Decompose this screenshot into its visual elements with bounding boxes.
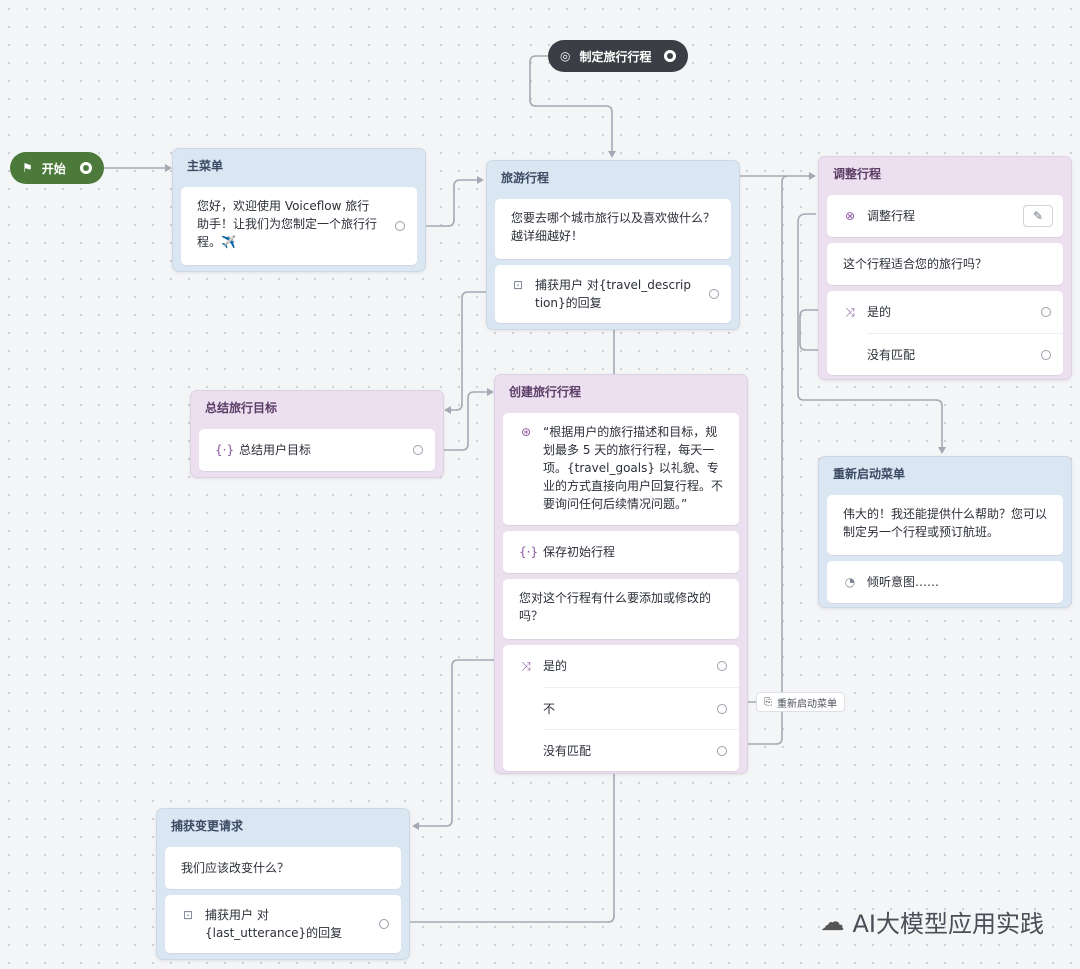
choice-yes[interactable]: ⤨ 是的 xyxy=(503,645,739,687)
output-port[interactable] xyxy=(413,445,423,455)
listen-intent[interactable]: ◔ 倾听意图…… xyxy=(827,561,1063,603)
save-itinerary[interactable]: {·} 保存初始行程 xyxy=(503,531,739,573)
link-label: 重新启动菜单 xyxy=(777,698,837,710)
output-port[interactable] xyxy=(395,221,405,231)
restart-menu-link[interactable]: ⎘ 重新启动菜单 xyxy=(756,692,845,712)
function-icon: {·} xyxy=(215,443,235,457)
choice-label: 是的 xyxy=(867,305,892,319)
restart-message[interactable]: 伟大的！我还能提供什么帮助？您可以制定另一个行程或预订航班。 xyxy=(827,495,1063,555)
output-port[interactable] xyxy=(717,703,727,714)
capture-description[interactable]: ⊡ 捕获用户 对{travel_description}的回复 xyxy=(495,265,731,323)
capture-icon: ⊡ xyxy=(182,908,194,922)
choice-list[interactable]: ⤨ 是的 不 没有匹配 xyxy=(503,645,739,771)
listen-icon: ◔ xyxy=(844,575,856,589)
choice-no-match[interactable]: 没有匹配 xyxy=(867,333,1063,375)
adjust-intent[interactable]: ⊗ 调整行程 ✎ xyxy=(827,195,1063,237)
intent-text: 调整行程 xyxy=(867,209,916,223)
output-port[interactable] xyxy=(379,919,389,929)
block-title: 旅游行程 xyxy=(501,171,550,185)
summarize-block[interactable]: 总结旅行目标 {·} 总结用户目标 xyxy=(190,390,444,478)
change-question[interactable]: 我们应该改变什么？ xyxy=(165,847,401,889)
choice-label: 没有匹配 xyxy=(867,347,916,362)
question-text: 您对这个行程有什么要添加或修改的吗？ xyxy=(519,591,712,623)
output-port[interactable] xyxy=(717,745,727,756)
capture-icon: ⊡ xyxy=(512,278,524,292)
save-text: 保存初始行程 xyxy=(543,545,616,559)
main-menu-block[interactable]: 主菜单 您好，欢迎使用 Voiceflow 旅行助手！让我们为您制定一个旅行行程… xyxy=(172,148,426,272)
block-title: 总结旅行目标 xyxy=(205,401,278,415)
edit-icon[interactable]: ✎ xyxy=(1023,205,1053,227)
capture-change-block[interactable]: 捕获变更请求 我们应该改变什么？ ⊡ 捕获用户 对{last_utterance… xyxy=(156,808,410,960)
welcome-text: 您好，欢迎使用 Voiceflow 旅行助手！让我们为您制定一个旅行行程。✈️ xyxy=(197,199,378,249)
output-port[interactable] xyxy=(1041,307,1051,317)
summarize-action[interactable]: {·} 总结用户目标 xyxy=(199,429,435,471)
welcome-message[interactable]: 您好，欢迎使用 Voiceflow 旅行助手！让我们为您制定一个旅行行程。✈️ xyxy=(181,187,417,265)
flag-icon: ⚑ xyxy=(22,161,33,175)
question-text: 我们应该改变什么？ xyxy=(181,861,290,875)
choice-label: 没有匹配 xyxy=(543,743,592,758)
fit-question[interactable]: 这个行程适合您的旅行吗？ xyxy=(827,243,1063,285)
intent-icon: ⊗ xyxy=(844,209,856,223)
output-port[interactable] xyxy=(709,289,719,299)
choice-list[interactable]: ⤨ 是的 没有匹配 xyxy=(827,291,1063,375)
choice-label: 不 xyxy=(543,701,556,716)
watermark: ☁ AI大模型应用实践 xyxy=(821,904,1045,939)
branch-icon: ⤨ xyxy=(521,659,531,673)
plan-trip-label: 制定旅行行程 xyxy=(579,49,652,64)
adjust-itinerary-block[interactable]: 调整行程 ⊗ 调整行程 ✎ 这个行程适合您的旅行吗？ ⤨ 是的 没有匹配 xyxy=(818,156,1072,380)
capture-utterance[interactable]: ⊡ 捕获用户 对{last_utterance}的回复 xyxy=(165,895,401,953)
block-title: 主菜单 xyxy=(187,159,224,173)
plan-trip-node[interactable]: ◎ 制定旅行行程 xyxy=(548,40,688,72)
block-title: 重新启动菜单 xyxy=(833,467,906,481)
capture-text: 捕获用户 对{last_utterance}的回复 xyxy=(205,908,343,940)
destination-question[interactable]: 您要去哪个城市旅行以及喜欢做什么？越详细越好！ xyxy=(495,199,731,259)
restart-menu-block[interactable]: 重新启动菜单 伟大的！我还能提供什么帮助？您可以制定另一个行程或预订航班。 ◔ … xyxy=(818,456,1072,608)
capture-text: 捕获用户 对{travel_description}的回复 xyxy=(535,278,691,310)
ai-prompt[interactable]: ⊛ “根据用户的旅行描述和目标，规划最多 5 天的旅行行程，每天一项。{trav… xyxy=(503,413,739,525)
action-text: 总结用户目标 xyxy=(239,443,312,457)
branch-icon: ⤨ xyxy=(845,305,855,319)
plan-trip-port[interactable] xyxy=(664,50,676,62)
message-text: 伟大的！我还能提供什么帮助？您可以制定另一个行程或预订航班。 xyxy=(843,507,1048,539)
listen-text: 倾听意图…… xyxy=(867,575,940,589)
question-text: 这个行程适合您的旅行吗？ xyxy=(843,257,988,271)
wechat-icon: ☁ xyxy=(820,907,845,936)
modify-question[interactable]: 您对这个行程有什么要添加或修改的吗？ xyxy=(503,579,739,639)
block-title: 创建旅行行程 xyxy=(509,385,582,399)
choice-no[interactable]: 不 xyxy=(543,687,739,729)
ai-icon: ⊛ xyxy=(520,425,532,439)
link-icon: ⎘ xyxy=(764,696,772,708)
start-label: 开始 xyxy=(41,161,66,176)
choice-label: 是的 xyxy=(543,659,568,673)
block-title: 捕获变更请求 xyxy=(171,819,244,833)
watermark-text: AI大模型应用实践 xyxy=(852,910,1045,938)
function-icon: {·} xyxy=(519,545,539,559)
itinerary-block[interactable]: 旅游行程 您要去哪个城市旅行以及喜欢做什么？越详细越好！ ⊡ 捕获用户 对{tr… xyxy=(486,160,740,330)
output-port[interactable] xyxy=(1041,349,1051,360)
create-itinerary-block[interactable]: 创建旅行行程 ⊛ “根据用户的旅行描述和目标，规划最多 5 天的旅行行程，每天一… xyxy=(494,374,748,774)
choice-yes[interactable]: ⤨ 是的 xyxy=(827,291,1063,333)
output-port[interactable] xyxy=(717,661,727,671)
start-node[interactable]: ⚑ 开始 xyxy=(10,152,104,184)
prompt-text: “根据用户的旅行描述和目标，规划最多 5 天的旅行行程，每天一项。{travel… xyxy=(543,425,724,511)
block-title: 调整行程 xyxy=(833,167,882,181)
start-port[interactable] xyxy=(80,162,92,174)
question-text: 您要去哪个城市旅行以及喜欢做什么？越详细越好！ xyxy=(511,211,716,243)
voice-icon: ◎ xyxy=(560,49,571,63)
choice-no-match[interactable]: 没有匹配 xyxy=(543,729,739,771)
